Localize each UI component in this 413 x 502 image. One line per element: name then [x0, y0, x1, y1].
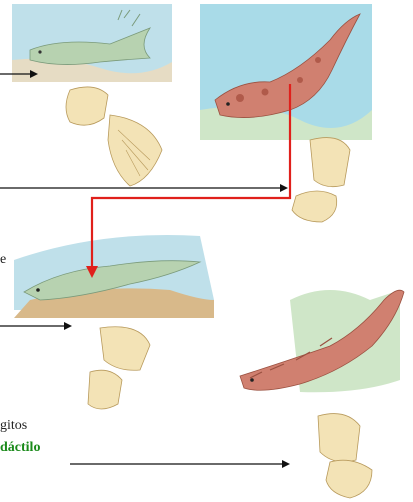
- spotted-amphibian-illustration: [200, 4, 372, 140]
- lobe-finned-fish-illustration: [12, 4, 172, 82]
- arrow-to-amphibian-limb: [0, 184, 288, 192]
- arrow-to-reptile-limb: [70, 460, 290, 468]
- amphibian-limb-bones-illustration: [292, 138, 350, 222]
- label-fragment-gitos: gitos: [0, 418, 27, 434]
- reptile-limb-bones-illustration: [318, 414, 372, 498]
- arrow-to-tetrapod-limb: [0, 322, 72, 330]
- early-tetrapod-illustration: [14, 235, 214, 318]
- reptile-illustration: [240, 290, 404, 392]
- fin-bones-illustration: [66, 87, 162, 186]
- tetrapod-limb-bones-illustration: [88, 327, 150, 409]
- label-fragment-e: e: [0, 252, 6, 268]
- label-fragment-dactilo: dáctilo: [0, 440, 40, 456]
